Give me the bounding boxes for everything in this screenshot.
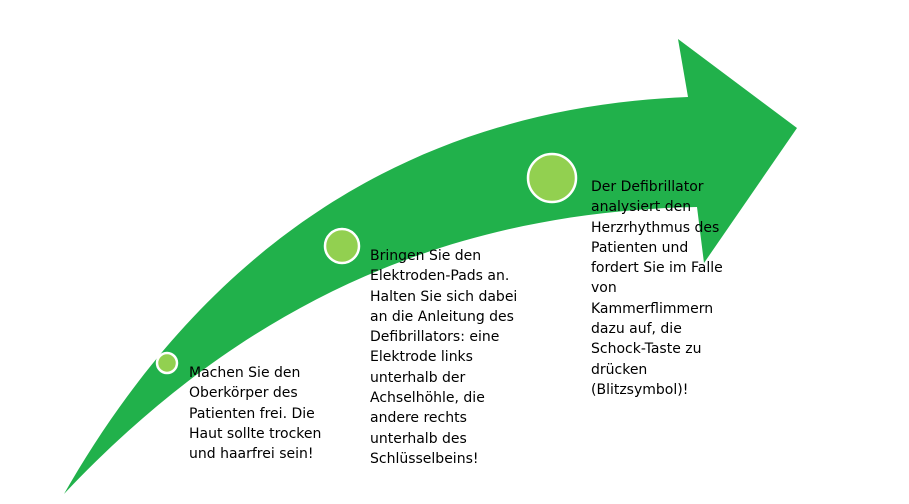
step-2-text: Bringen Sie den Elektroden-Pads an. Halt… <box>370 248 518 467</box>
curved-arrow-shape <box>64 39 797 494</box>
step-2-marker <box>323 227 361 265</box>
step-3-text: Der Defibrillator analysiert den Herzrhy… <box>591 179 723 398</box>
step-3-marker <box>526 152 578 204</box>
step-1-marker <box>155 351 179 375</box>
step-1-text: Machen Sie den Oberkörper des Patienten … <box>189 365 322 463</box>
